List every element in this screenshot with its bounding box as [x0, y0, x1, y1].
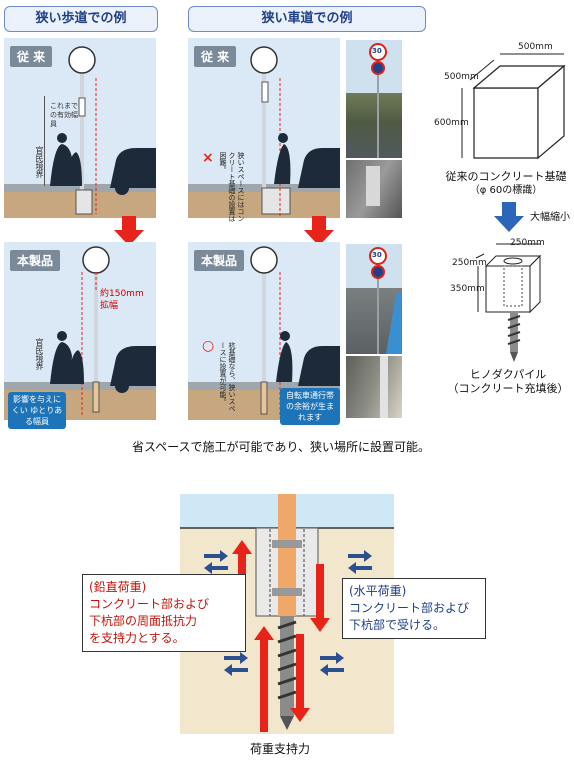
conventional-caption-line1: 従来のコンクリート基礎	[445, 170, 567, 183]
widen-sub-label: 拡幅	[100, 301, 119, 311]
boundary-label: 官民境界	[35, 146, 44, 178]
horizontal-load-box: (水平荷重) コンクリート部および 下杭部で受ける。	[342, 578, 486, 639]
cross-mark-icon: ×	[202, 150, 214, 166]
load-diagram-caption: 荷重支持力	[250, 742, 311, 756]
photo-product-sign: 30	[346, 244, 402, 354]
pile-depth-label: 250mm	[452, 258, 487, 268]
speed-limit-number: 30	[372, 251, 382, 259]
down-arrow-icon	[114, 216, 144, 246]
conventional-foundation-block	[461, 53, 566, 160]
conventional-tag-roadway: 従 来	[194, 46, 237, 67]
vertical-load-box: (鉛直荷重) コンクリート部および 下杭部の周面抵抗力 を支持力とする。	[82, 574, 246, 652]
pile-foundation-illustration	[475, 243, 542, 362]
horizontal-load-line2: 下杭部で受ける。	[349, 618, 446, 632]
conventional-tag: 従 来	[10, 46, 53, 67]
sidewalk-section-title: 狭い歩道での例	[4, 6, 158, 32]
vertical-load-title: (鉛直荷重)	[89, 580, 147, 594]
conventional-caption-line2: （φ 60の標識）	[469, 185, 543, 196]
roadway-section-title: 狭い車道での例	[188, 6, 426, 32]
roadway-product-panel: 本製品 ○ 杭基礎なら、狭いスペースに設置が可能。 自転車通行帯の余裕が生まれま…	[188, 242, 340, 425]
circle-mark-icon: ○	[202, 338, 215, 354]
product-tag-roadway: 本製品	[194, 250, 245, 271]
old-width-label: これまでの有効幅員	[50, 102, 78, 128]
photo-product-base	[346, 356, 402, 418]
conventional-width-label: 500mm	[518, 42, 553, 52]
conventional-height-label: 600mm	[434, 118, 469, 128]
horizontal-load-line1: コンクリート部および	[349, 601, 470, 615]
pile-width-label: 250mm	[510, 238, 545, 248]
sidewalk-product-panel: 本製品 約150mm 拡幅 官民境界 影響を与えにくい ゆとりある幅員	[4, 242, 156, 429]
pile-height-label: 350mm	[450, 284, 485, 294]
horizontal-load-title: (水平荷重)	[349, 584, 407, 598]
vertical-load-line3: を支持力とする。	[89, 631, 185, 645]
vertical-load-line1: コンクリート部および	[89, 597, 210, 611]
pile-caption-line2: （コンクリート充填後）	[447, 382, 569, 395]
sidewalk-conventional-illustration	[4, 46, 156, 218]
photo-conventional-sign: 30	[346, 40, 402, 158]
cross-explanation: 狭いスペースにはコンクリート基礎の設置は困難。	[219, 152, 245, 222]
pile-caption: ヒノダクパイル （コンクリート充填後）	[446, 368, 570, 396]
photo-conventional-base	[346, 160, 402, 218]
sidewalk-benefit-note: 影響を与えにくい ゆとりある幅員	[8, 392, 66, 429]
conventional-foundation-caption: 従来のコンクリート基礎 （φ 60の標識）	[444, 170, 568, 198]
sidewalk-conventional-panel: 従 来 これまでの有効幅員 官民境界	[4, 38, 156, 218]
circle-explanation: 杭基礎なら、狭いスペースに設置が可能。	[219, 342, 236, 412]
roadway-conventional-illustration	[188, 46, 340, 218]
shrink-arrow-icon	[494, 202, 524, 232]
shrink-label: 大幅縮小	[530, 212, 570, 223]
down-arrow-icon	[304, 216, 334, 246]
speed-limit-number: 30	[372, 47, 382, 55]
widen-label: 約150mm	[100, 289, 144, 299]
conventional-depth-label: 500mm	[444, 72, 479, 82]
roadway-conventional-panel: 従 来 × 狭いスペースにはコンクリート基礎の設置は困難。	[188, 38, 340, 222]
boundary-label-product: 官民境界	[35, 338, 44, 370]
vertical-load-line2: 下杭部の周面抵抗力	[89, 614, 198, 628]
product-tag: 本製品	[10, 250, 61, 271]
summary-text: 省スペースで施工が可能であり、狭い場所に設置可能。	[132, 440, 430, 454]
pile-caption-line1: ヒノダクパイル	[469, 368, 547, 381]
bike-lane-note: 自転車通行帯の余裕が生まれます	[280, 388, 340, 425]
